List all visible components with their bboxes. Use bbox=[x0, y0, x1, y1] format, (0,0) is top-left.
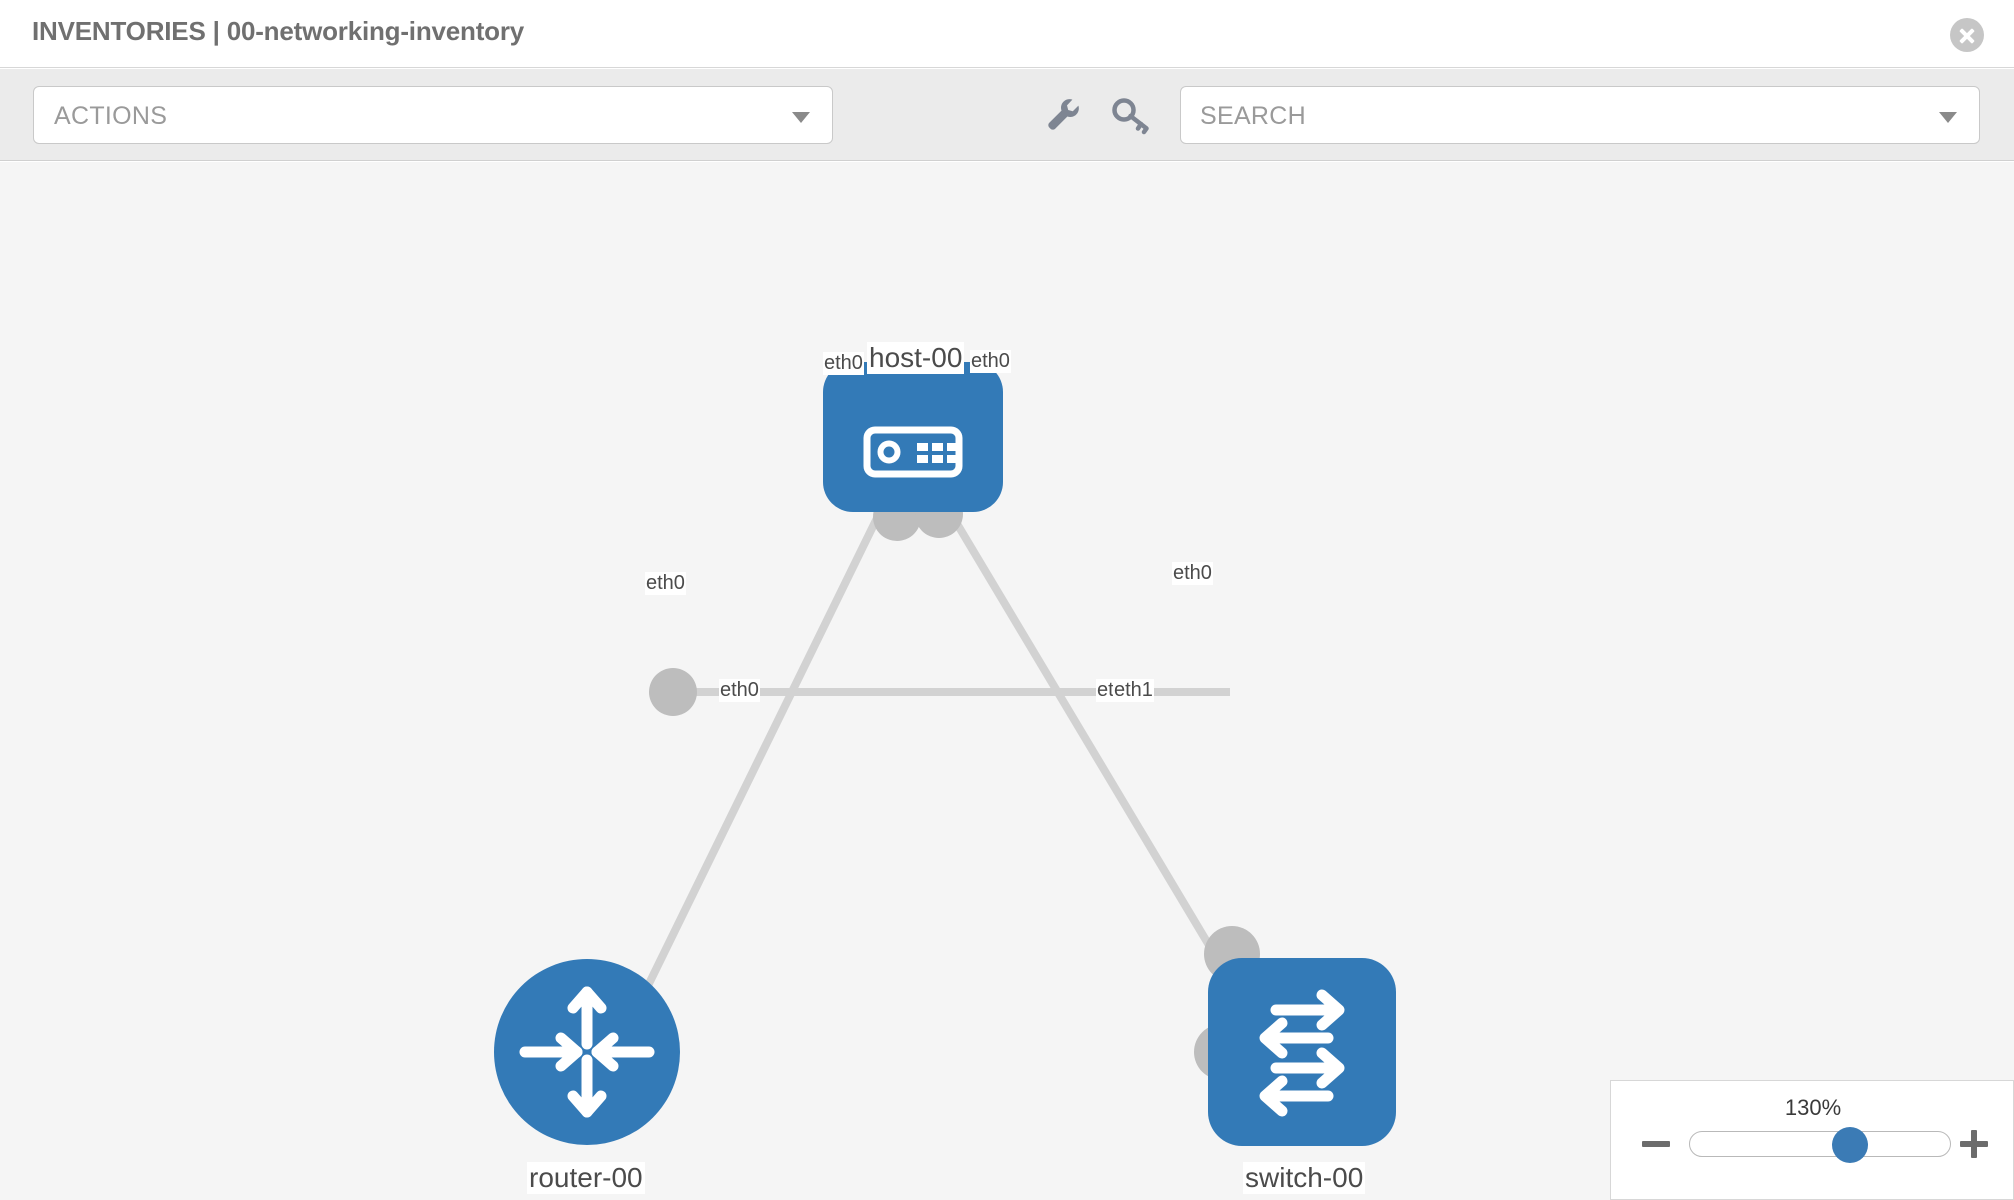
zoom-slider-track[interactable] bbox=[1689, 1127, 1951, 1163]
page-header: INVENTORIES | 00-networking-inventory bbox=[0, 0, 2014, 68]
node-router-00[interactable] bbox=[494, 959, 680, 1145]
zoom-slider-thumb[interactable] bbox=[1832, 1127, 1869, 1163]
iface-label-host-switch: eth0 bbox=[970, 350, 1011, 373]
zoom-control-panel: 130% bbox=[1610, 1080, 2014, 1200]
topology-graph bbox=[494, 362, 1396, 1146]
close-icon[interactable] bbox=[1950, 18, 1984, 52]
iface-label-host-router: eth0 bbox=[823, 352, 864, 375]
iface-label-router-eth0: eth0 bbox=[719, 679, 760, 702]
search-placeholder: SEARCH bbox=[1200, 102, 1306, 130]
page-title: INVENTORIES | 00-networking-inventory bbox=[32, 16, 525, 46]
link-host-router[interactable] bbox=[636, 510, 884, 1004]
actions-dropdown[interactable]: ACTIONS bbox=[33, 86, 833, 144]
chevron-down-icon[interactable] bbox=[1939, 112, 1957, 123]
iface-label-switch-eth1: eth1 bbox=[1113, 679, 1154, 702]
node-label-host-00: host-00 bbox=[867, 342, 965, 374]
topology-ports bbox=[649, 490, 1260, 1080]
zoom-level-label: 130% bbox=[1784, 1095, 1842, 1120]
chevron-down-icon bbox=[792, 112, 810, 123]
actions-dropdown-label: ACTIONS bbox=[54, 102, 168, 130]
search-input[interactable]: SEARCH bbox=[1180, 86, 1980, 144]
topology-links bbox=[636, 509, 1230, 1004]
toolbar: ACTIONS SEARCH bbox=[0, 69, 2014, 161]
iface-label-router-uplink: eth0 bbox=[645, 572, 686, 595]
link-host-switch[interactable] bbox=[946, 509, 1229, 975]
topology-canvas[interactable]: eth0 eth0 eth0 eth0 eth0 eth0 eth1 host-… bbox=[0, 162, 2014, 1200]
key-icon[interactable] bbox=[1107, 91, 1155, 139]
node-label-router-00: router-00 bbox=[527, 1162, 645, 1194]
node-host-00[interactable] bbox=[823, 362, 1003, 512]
wrench-icon[interactable] bbox=[1039, 91, 1087, 139]
iface-label-switch-uplink: eth0 bbox=[1172, 562, 1213, 585]
node-switch-00[interactable] bbox=[1208, 958, 1396, 1146]
port-circle[interactable] bbox=[649, 668, 697, 716]
zoom-out-button[interactable] bbox=[1639, 1127, 1673, 1161]
zoom-in-button[interactable] bbox=[1957, 1127, 1991, 1161]
node-label-switch-00: switch-00 bbox=[1243, 1162, 1366, 1194]
